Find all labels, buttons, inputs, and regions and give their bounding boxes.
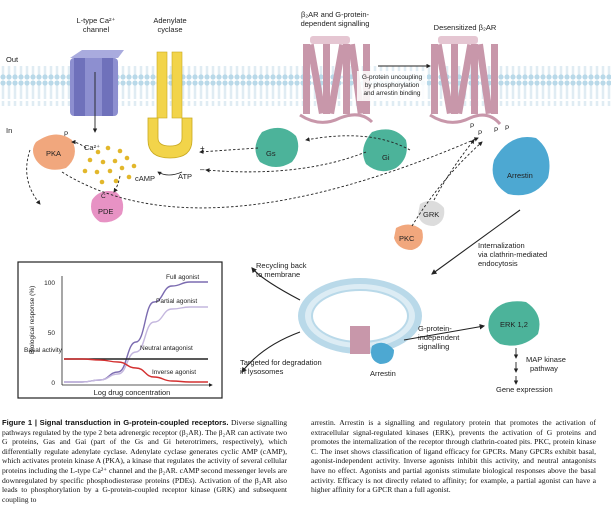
l-type-calcium-channel [70,50,124,133]
uncoupling-label-bg [357,71,427,101]
erk-shape [488,301,540,346]
series-line-partial-agonist [64,306,208,383]
legend-inverse-agonist: Inverse agonist [152,369,196,376]
l-type-channel-label-2: channel [83,25,110,34]
pka-shape [33,134,75,170]
camp-label: cAMP [135,174,155,183]
phospho-p-3: P [494,127,498,134]
inset-xlabel: Log drug concentration [94,388,171,397]
recycling-label-2: to membrane [256,270,300,279]
ca2-label: Ca²⁺ [84,143,100,152]
g-independent-label-3: signalling [418,342,449,351]
inset-ytick-0: 0 [51,380,55,387]
caption-left-column: Figure 1 | Signal transduction in G-prot… [2,418,287,504]
degradation-arrow [241,331,301,373]
ligand-efficacy-inset: Biological response (%) Log drug concent… [17,261,223,399]
caption-left-text: Diverse signalling pathways regulated by… [2,418,287,504]
channel-phospho-p: P [64,131,68,138]
internalization-label-2: via clathrin-mediated [478,250,547,259]
plus-sign: + [200,144,205,153]
arrestin-vesicle-label: Arrestin [370,369,396,378]
gpcr-signalling-diagram: Out In L-type Ca²⁺ channel Ca²⁺ P Adenyl… [0,10,611,399]
endocytic-vesicle [298,278,422,364]
map-kinase-label-2: pathway [530,364,558,373]
signalling-arrows [26,135,483,227]
b2ar-signalling-label-2: dependent signalling [301,19,370,28]
pkc-shape [394,224,423,250]
adenylate-cyclase-label-1: Adenylate [153,16,186,25]
atp-label: ATP [178,172,192,181]
legend-partial-agonist: Partial agonist [156,298,197,305]
series-line-inverse-agonist [64,358,208,383]
inset-ytick-50: 50 [48,330,56,337]
pde-shape [91,191,124,223]
degradation-label-1: Targeted for degradation [240,358,322,367]
internalization-arrow [431,209,521,275]
adenylate-cyclase [147,51,193,159]
calcium-ions [82,145,137,185]
uncoupling-label-3: and arrestin binding [363,90,420,97]
map-kinase-label-1: MAP kinase [526,355,566,364]
arrestin-shape [492,136,550,196]
g-independent-label-2: independent [418,333,460,342]
phospho-p-4: P [505,125,509,132]
atp-to-camp-arrow [157,171,183,176]
caption-right-column: arrestin. Arrestin is a signalling and r… [311,418,596,495]
inset-ytick-100: 100 [44,280,55,287]
pde-camp-marker: C [101,193,106,200]
b2ar-signalling-label-1: β₂AR and G-protein- [301,10,370,19]
degradation-label-2: in lysosomes [240,367,284,376]
gs-label: Gs [266,149,276,158]
inset-frame [17,261,223,399]
uncoupling-label-1: G-protein uncoupling [362,74,423,81]
desensitized-receptor [429,36,502,126]
gi-label: Gi [382,153,390,162]
recycling-arrow [251,267,301,301]
legend-neutral-antagonist: Neutral antagonist [140,345,193,352]
arrestin-label: Arrestin [507,171,533,180]
inset-ylabel: Biological response (%) [29,286,36,354]
legend-full-agonist: Full agonist [166,274,199,281]
erk-label: ERK 1,2 [500,320,528,329]
grk-label: GRK [423,210,439,219]
gs-protein-shape [255,127,299,167]
phospho-p-1: P [470,123,474,130]
recycling-label-1: Recycling back [256,261,307,270]
uncoupling-label-2: by phosphorylation [365,82,420,89]
internalization-label-3: endocytosis [478,259,518,268]
l-type-channel-label-1: L-type Ca²⁺ [77,16,116,25]
out-label: Out [6,55,19,64]
minus-sign: – [200,165,205,174]
g-independent-label-1: G-protein- [418,324,452,333]
g-independent-arrow [403,324,486,341]
gene-expression-label: Gene expression [496,385,553,394]
pde-label: PDE [98,207,113,216]
pkc-label: PKC [399,234,415,243]
caption-title: Figure 1 | Signal transduction in G-prot… [2,418,229,427]
desensitized-label: Desensitized β₂AR [434,23,497,32]
phospho-p-2: P [478,130,482,137]
pka-label: PKA [46,149,61,158]
basal-activity-label: Basal activity [24,347,63,354]
gi-protein-shape [363,129,407,172]
in-label: In [6,126,12,135]
adenylate-cyclase-label-2: cyclase [157,25,182,34]
internalization-label-1: Internalization [478,241,525,250]
